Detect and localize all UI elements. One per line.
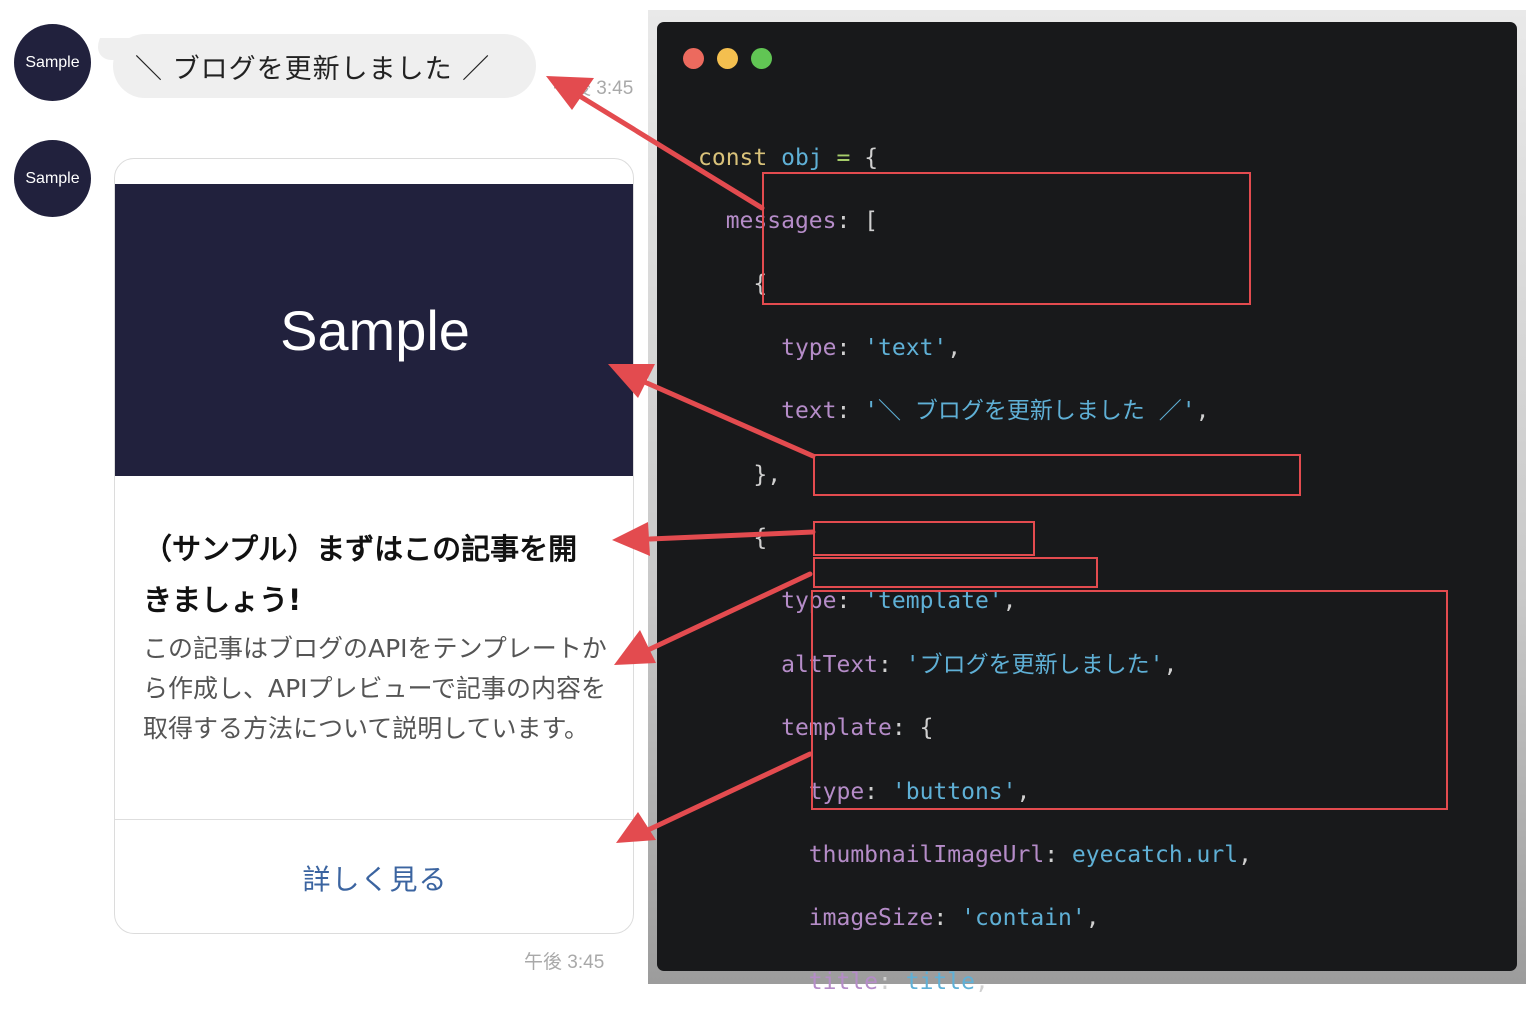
buttons-template-card: Sample （サンプル）まずはこの記事を開きましょう! この記事はブログのAP…	[114, 158, 634, 934]
code-line: title: title,	[808, 968, 989, 995]
code-line: {	[753, 525, 768, 552]
code-line: const obj = {	[698, 144, 879, 171]
code-line: type: 'buttons',	[808, 778, 1031, 805]
code-line: type: 'text',	[781, 334, 962, 361]
text-message-bubble: ＼ ブログを更新しました ／	[113, 34, 536, 98]
message-timestamp: 午後 3:45	[524, 952, 605, 973]
highlight-actions	[811, 590, 1448, 810]
avatar-label: Sample	[25, 169, 80, 187]
maximize-window-icon[interactable]	[751, 48, 772, 69]
minimize-window-icon[interactable]	[717, 48, 738, 69]
text-message: ＼ ブログを更新しました ／	[135, 53, 491, 85]
code-line: imageSize: 'contain',	[808, 905, 1100, 932]
card-title: （サンプル）まずはこの記事を開きましょう!	[143, 532, 578, 617]
view-details-label: 詳しく見る	[302, 862, 448, 896]
avatar[interactable]: Sample	[14, 24, 91, 101]
thumbnail-label: Sample	[280, 298, 470, 362]
highlight-thumbnail	[813, 454, 1301, 496]
close-window-icon[interactable]	[683, 48, 704, 69]
avatar[interactable]: Sample	[14, 140, 91, 217]
highlight-text-message	[762, 172, 1251, 305]
view-details-button[interactable]: 詳しく見る	[115, 820, 633, 933]
avatar-label: Sample	[25, 53, 80, 71]
code-line: thumbnailImageUrl: eyecatch.url,	[808, 842, 1252, 868]
thumbnail-image[interactable]: Sample	[115, 184, 633, 476]
code-line: altText: 'ブログを更新しました',	[781, 651, 1178, 678]
highlight-text	[813, 557, 1098, 588]
divider	[115, 819, 633, 820]
message-timestamp: 午後 3:45	[553, 78, 634, 99]
code-line: template: {	[781, 715, 934, 742]
card-description: この記事はブログのAPIをテンプレートから作成し、APIプレビューで記事の内容を…	[143, 634, 607, 743]
code-line: text: '＼ ブログを更新しました ／',	[781, 398, 1210, 425]
highlight-title	[813, 521, 1035, 556]
code-line: messages: [	[725, 208, 879, 235]
code-line: },	[753, 461, 782, 488]
